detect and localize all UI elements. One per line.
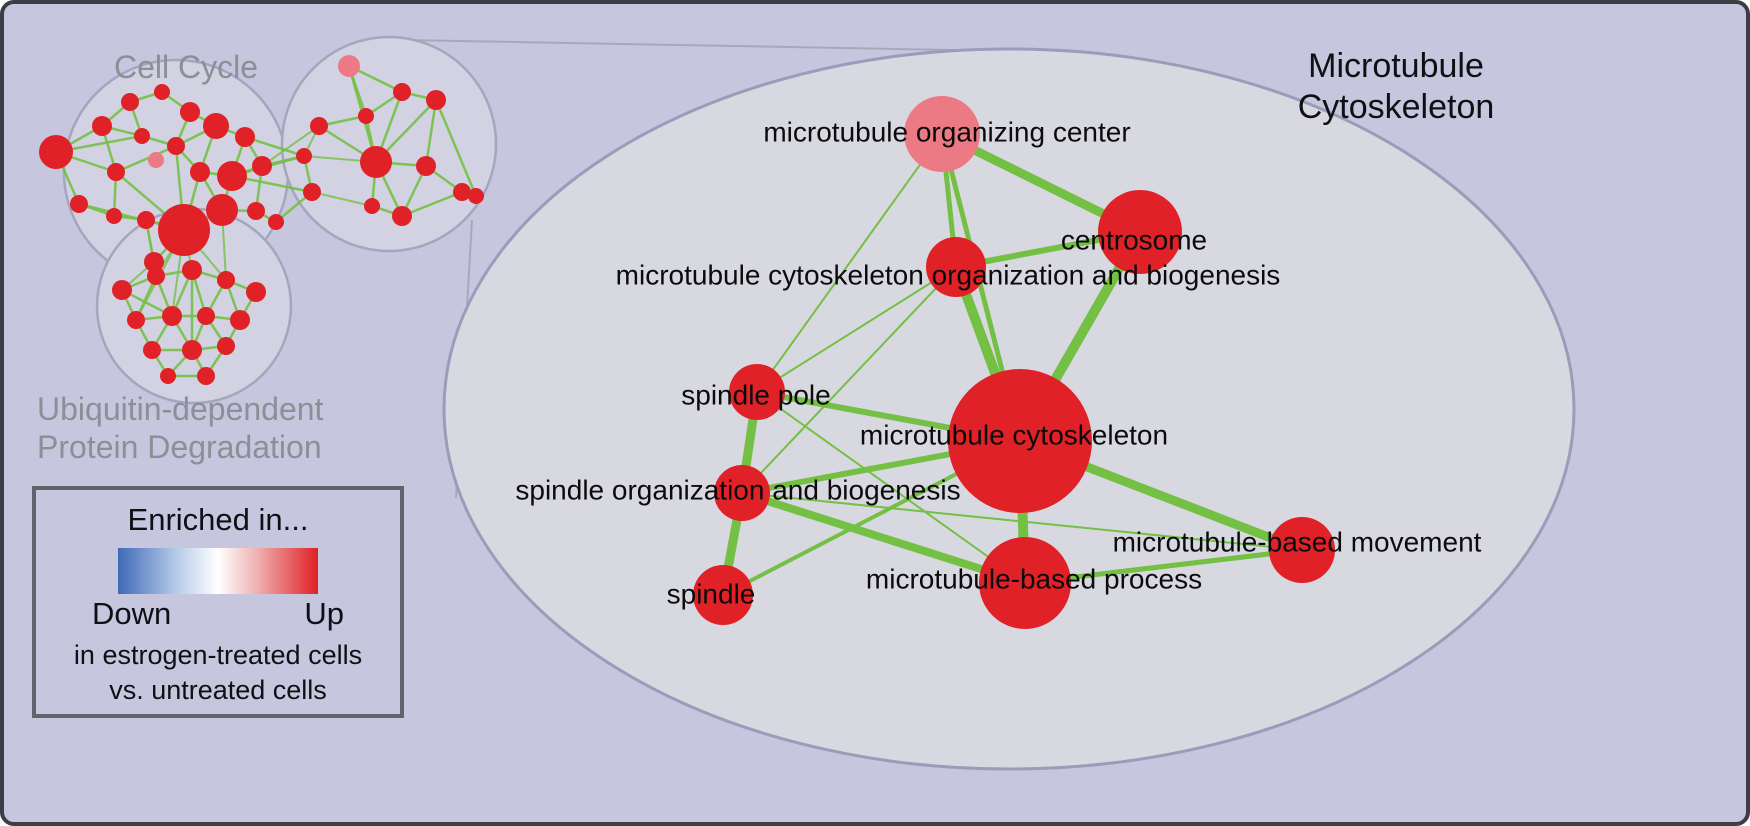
node-label-spindle: spindle xyxy=(667,578,756,609)
edge-spindle-organization-and-biogenesis--microtubule-based-process xyxy=(740,489,1027,587)
mini-node xyxy=(121,93,139,111)
edge-microtubule-cytoskeleton-organization-and-biogenesis--spindle-organization-and-biogenesis xyxy=(741,266,957,494)
node-microtubule-cytoskeleton xyxy=(948,369,1092,513)
mini-node xyxy=(180,102,200,122)
ubiquitin-cluster-label-line2: Protein Degradation xyxy=(37,429,322,466)
mini-node xyxy=(167,137,185,155)
mini-node xyxy=(426,90,446,110)
edge-microtubule-organizing-center--spindle-pole xyxy=(756,133,943,393)
mini-node xyxy=(235,127,255,147)
node-label-microtubule-cytoskeleton: microtubule cytoskeleton xyxy=(860,419,1168,450)
mini-edge xyxy=(434,99,478,197)
node-label-centrosome: centrosome xyxy=(1061,224,1207,255)
mini-node xyxy=(143,341,161,359)
mini-node xyxy=(197,367,215,385)
node-label-microtubule-cytoskeleton-organization-and-biogenesis: microtubule cytoskeleton organization an… xyxy=(616,259,1281,290)
mini-node xyxy=(106,208,122,224)
node-microtubule-based-process xyxy=(979,537,1071,629)
mini-node xyxy=(70,195,88,213)
mini-cross-edge xyxy=(311,191,373,207)
mini-node xyxy=(310,117,328,135)
cluster-circle-microtubule-small xyxy=(280,35,498,253)
mini-node xyxy=(217,161,247,191)
mini-edge xyxy=(401,190,463,218)
mini-node xyxy=(162,306,182,326)
edge-microtubule-based-movement--microtubule-based-process xyxy=(1024,547,1303,586)
node-label-microtubule-based-process: microtubule-based process xyxy=(866,563,1202,594)
mini-node xyxy=(358,108,374,124)
mini-edge xyxy=(244,135,305,158)
microtubule-cytoskeleton-title-line2: Cytoskeleton xyxy=(1297,87,1495,126)
mini-node xyxy=(197,307,215,325)
mini-node xyxy=(247,202,265,220)
zoom-connector-line xyxy=(403,39,1007,52)
mini-cross-edge xyxy=(261,125,320,167)
mini-node xyxy=(393,83,411,101)
enrichment-color-gradient xyxy=(118,548,318,594)
mini-node xyxy=(92,116,112,136)
legend-caption-line2: vs. untreated cells xyxy=(109,674,327,705)
legend-box: Enriched in... Down Up in estrogen-treat… xyxy=(32,486,404,718)
mini-node xyxy=(112,280,132,300)
mini-edge xyxy=(424,99,438,167)
mini-node xyxy=(203,113,229,139)
mini-node xyxy=(190,162,210,182)
node-microtubule-cytoskeleton-organization-and-biogenesis xyxy=(926,237,986,297)
cell-cycle-cluster-label: Cell Cycle xyxy=(114,49,259,85)
mini-node xyxy=(154,84,170,100)
mini-node xyxy=(453,183,471,201)
mini-node xyxy=(252,156,272,176)
mini-node xyxy=(137,211,155,229)
mini-node xyxy=(134,128,150,144)
mini-node xyxy=(39,135,73,169)
mini-node xyxy=(144,252,164,272)
mini-node xyxy=(338,55,360,77)
node-spindle xyxy=(693,565,753,625)
mini-node xyxy=(303,183,321,201)
mini-node xyxy=(127,311,145,329)
node-spindle-pole xyxy=(729,364,785,420)
edge-spindle-pole--microtubule-based-process xyxy=(756,391,1026,584)
node-microtubule-organizing-center xyxy=(904,96,980,172)
mini-node xyxy=(206,194,238,226)
node-centrosome xyxy=(1098,190,1182,274)
mini-node xyxy=(296,148,312,164)
mini-node xyxy=(364,198,380,214)
network-canvas: microtubule organizing center centrosome m… xyxy=(39,35,1576,771)
legend-caption: in estrogen-treated cells vs. untreated … xyxy=(36,638,400,707)
microtubule-cytoskeleton-title-line1: Microtubule xyxy=(1308,47,1484,85)
node-spindle-organization-and-biogenesis xyxy=(714,465,770,521)
mini-node xyxy=(230,310,250,330)
node-label-spindle-pole: spindle pole xyxy=(681,379,830,410)
legend-title: Enriched in... xyxy=(127,502,309,537)
mini-node xyxy=(160,368,176,384)
mini-node xyxy=(182,340,202,360)
edge-spindle-organization-and-biogenesis--microtubule-based-movement xyxy=(741,492,1303,551)
microtubule-cytoskeleton-title: Microtubule Cytoskeleton xyxy=(1246,46,1546,128)
mini-node xyxy=(416,156,436,176)
legend-down-label: Down xyxy=(92,596,172,631)
mini-node xyxy=(107,163,125,181)
mini-node xyxy=(148,152,164,168)
node-label-microtubule-organizing-center: microtubule organizing center xyxy=(763,116,1130,147)
mini-node xyxy=(217,337,235,355)
mini-node xyxy=(217,271,235,289)
mini-node xyxy=(268,214,284,230)
legend-up-label: Up xyxy=(304,596,344,631)
node-label-spindle-organization-and-biogenesis: spindle organization and biogenesis xyxy=(515,474,960,505)
mini-node xyxy=(392,206,412,226)
mini-node xyxy=(246,282,266,302)
legend-caption-line1: in estrogen-treated cells xyxy=(73,640,363,670)
node-label-microtubule-based-movement: microtubule-based movement xyxy=(1113,526,1482,557)
ubiquitin-cluster-label-line1: Ubiquitin-dependent xyxy=(37,391,324,427)
edge-microtubule-cytoskeleton-organization-and-biogenesis--spindle-pole xyxy=(756,266,957,393)
mini-edge xyxy=(115,144,177,174)
node-microtubule-based-movement xyxy=(1269,517,1335,583)
mini-node xyxy=(158,204,210,256)
ubiquitin-cluster-label: Ubiquitin-dependent Protein Degradation xyxy=(37,390,323,467)
mini-node xyxy=(147,267,165,285)
mini-node xyxy=(360,146,392,178)
mini-node xyxy=(468,188,484,204)
mini-node xyxy=(182,260,202,280)
